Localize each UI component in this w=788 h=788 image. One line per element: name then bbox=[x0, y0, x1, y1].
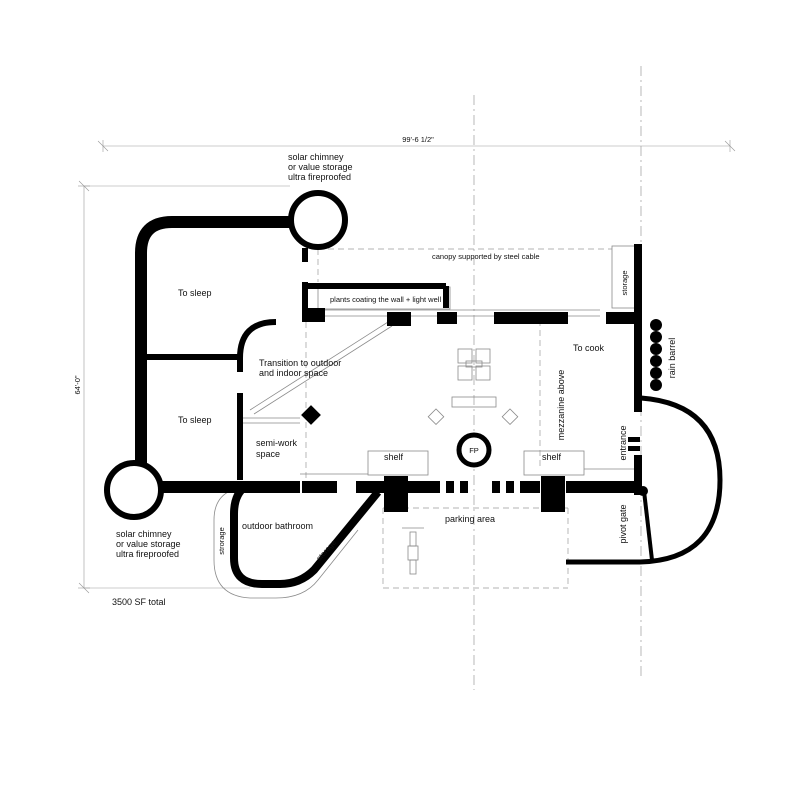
chimney-top-line-2: or value storage bbox=[288, 162, 353, 172]
furniture bbox=[427, 348, 519, 426]
label-storage-left: strorage bbox=[217, 527, 226, 555]
room-label-outdoor-bathroom: outdoor bathroom bbox=[242, 521, 313, 531]
label-rain-barrel: rain barrel bbox=[667, 338, 677, 379]
chimney-bottom-line-2: or value storage bbox=[116, 539, 181, 549]
chimney-top-line-1: solar chimney bbox=[288, 152, 344, 162]
label-storage-top: storage bbox=[620, 270, 629, 295]
solid-wall-blocks bbox=[301, 308, 648, 512]
room-label-semi-work-2: space bbox=[256, 449, 280, 459]
room-label-transition-1: Transition to outdoor bbox=[259, 358, 341, 368]
room-label-sleep-bottom: To sleep bbox=[178, 415, 212, 425]
dashed-overhead-outlines bbox=[305, 248, 612, 589]
label-fireplace: FP bbox=[469, 446, 479, 455]
fireplace bbox=[456, 432, 492, 468]
label-plants: plants coating the wall + light well bbox=[330, 295, 441, 304]
room-label-sleep-top: To sleep bbox=[178, 288, 212, 298]
label-shelf-right: shelf bbox=[542, 452, 562, 462]
width-dimension-label: 99'-6 1/2" bbox=[402, 135, 434, 144]
label-entrance: entrance bbox=[618, 425, 628, 460]
label-pivot-gate: pivot gate bbox=[618, 504, 628, 543]
room-label-cook: To cook bbox=[573, 343, 605, 353]
motorcycle bbox=[402, 527, 424, 575]
label-canopy: canopy supported by steel cable bbox=[432, 252, 540, 261]
room-label-parking: parking area bbox=[445, 514, 495, 524]
room-label-transition-2: and indoor space bbox=[259, 368, 328, 378]
room-label-semi-work-1: semi-work bbox=[256, 438, 298, 448]
label-shelf-left: shelf bbox=[384, 452, 404, 462]
solar-chimney-bottom bbox=[104, 460, 164, 520]
chimney-bottom-line-1: solar chimney bbox=[116, 529, 172, 539]
chimney-top-line-3: ultra fireproofed bbox=[288, 172, 351, 182]
total-area-label: 3500 SF total bbox=[112, 597, 166, 607]
solar-chimney-top bbox=[288, 190, 348, 250]
chimney-bottom-line-3: ultra fireproofed bbox=[116, 549, 179, 559]
label-mezzanine: mezzanine above bbox=[556, 370, 566, 441]
walls bbox=[135, 216, 723, 588]
storage-outlines bbox=[213, 245, 637, 599]
rain-barrels bbox=[650, 319, 662, 391]
height-dimension-label: 64'-0" bbox=[73, 375, 82, 394]
dimension-lines bbox=[78, 140, 736, 594]
